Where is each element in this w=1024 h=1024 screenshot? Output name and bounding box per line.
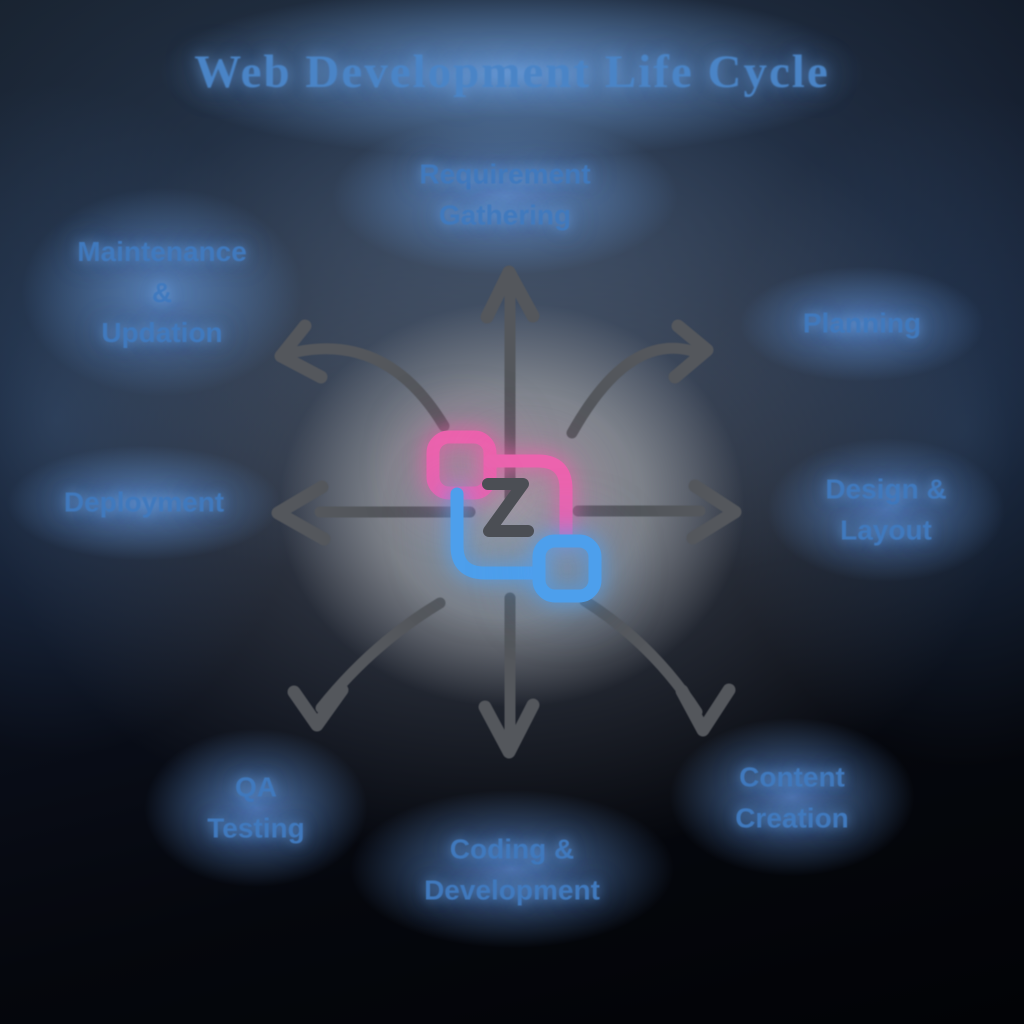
stage-label-coding-development: Coding & Development — [424, 833, 600, 905]
stage-label-deployment: Deployment — [63, 486, 225, 518]
arrow-down-icon — [478, 592, 540, 759]
stage-label-qa-testing: QA Testing — [207, 771, 305, 843]
page-title: Web Development Life Cycle — [194, 46, 830, 98]
stage-label-planning: Planning — [802, 307, 922, 339]
stage-label-design-layout: Design & Layout — [825, 473, 947, 545]
arrow-curved-top-right-icon — [566, 319, 714, 439]
workflow-connector-icon — [426, 430, 602, 603]
stage-label-requirement-gathering: Requirement Gathering — [419, 158, 591, 230]
arrow-right-icon — [572, 479, 742, 545]
arrow-curved-bottom-left-icon — [287, 597, 446, 732]
workflow-blue-node — [450, 487, 602, 603]
workflow-z-glyph — [482, 478, 534, 537]
stage-label-maintenance-updation: Maintenance & Updation — [77, 236, 247, 349]
stage-label-content-creation: Content Creation — [735, 761, 849, 833]
radial-arrows — [271, 265, 742, 759]
arrow-left-icon — [271, 480, 476, 546]
arrow-curved-top-left-icon — [274, 319, 450, 432]
arrow-curved-bottom-right-icon — [579, 595, 736, 737]
